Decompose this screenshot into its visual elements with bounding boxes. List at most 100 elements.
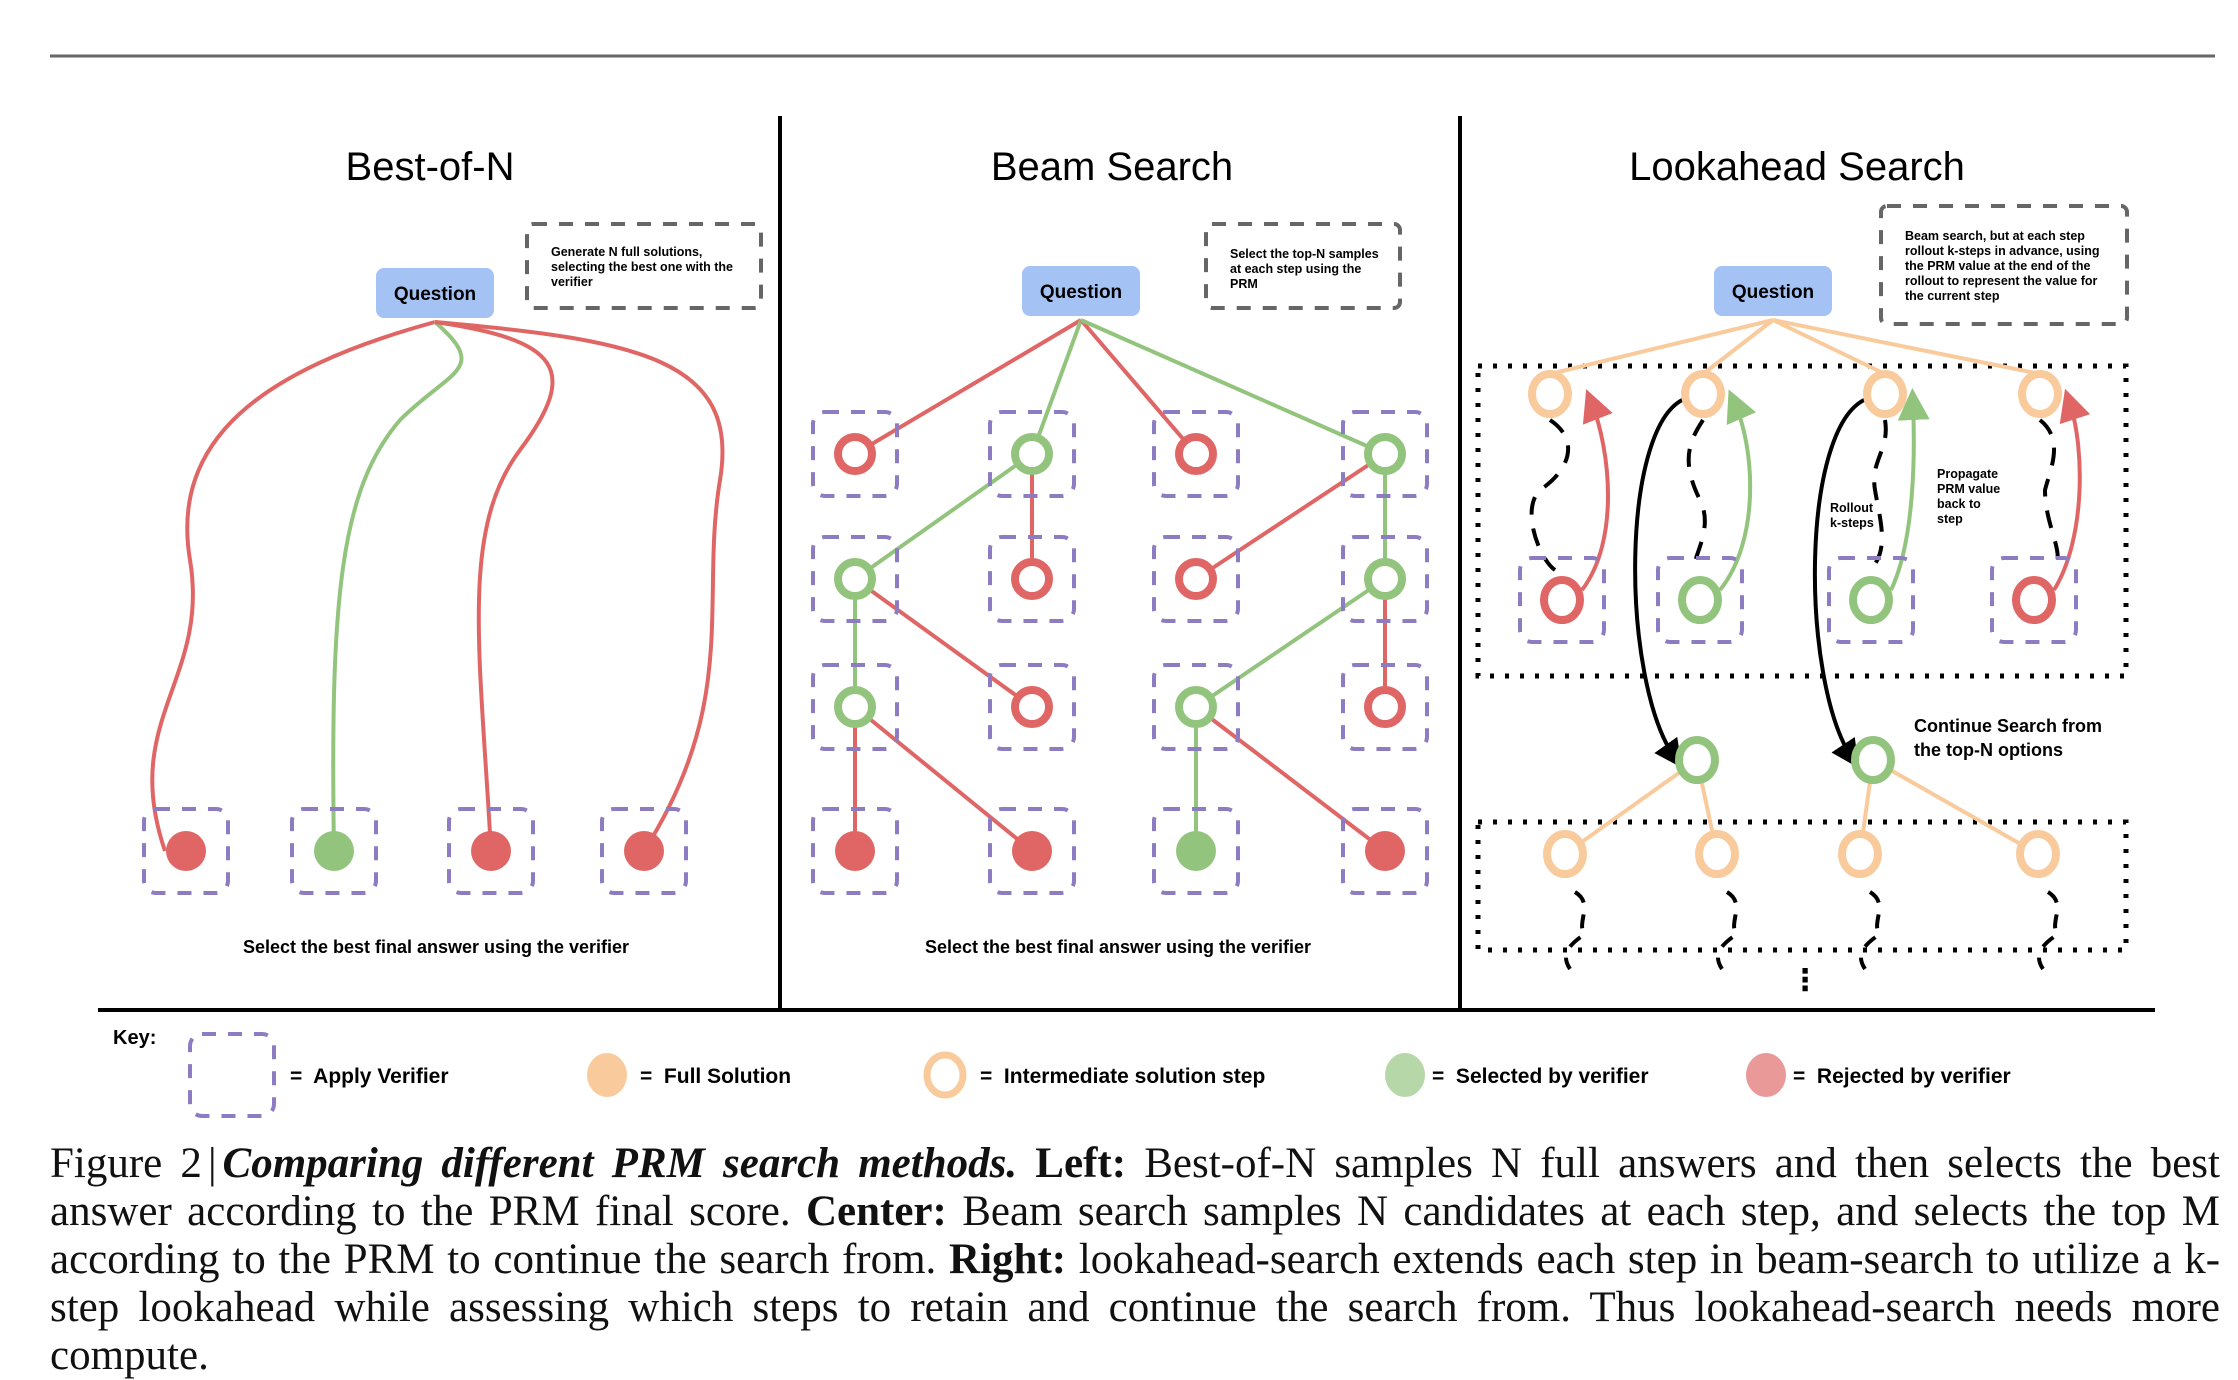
caption-left-label: Left: [1035, 1140, 1127, 1187]
question-node-lookahead-search: Question [1714, 266, 1832, 316]
propagate-arrow [1889, 388, 1930, 591]
question-node-beam-search: Question [1022, 266, 1140, 316]
intermediate-step-node [1863, 370, 1907, 418]
tree-edge [1872, 758, 2039, 856]
tree-edge [1563, 758, 1699, 856]
beam-edge [1194, 705, 1387, 853]
final-answer-node-rejected [1365, 831, 1405, 871]
step-node-selected [1364, 558, 1406, 600]
verifier-box [1341, 663, 1429, 751]
verifier-box [1827, 556, 1915, 644]
legend-intermediate-text: = Intermediate solution step [980, 1065, 1265, 1088]
solution-path [150, 320, 436, 852]
step-node-rejected [1011, 686, 1053, 728]
step-node-rejected [1011, 558, 1053, 600]
intermediate-step-node [1528, 370, 1572, 418]
verifier-box [1152, 663, 1240, 751]
beam-edge [1030, 319, 1083, 455]
verifier-box [1341, 410, 1429, 498]
step-node-selected [834, 558, 876, 600]
panel-title-lookahead-search: Lookahead Search [1629, 145, 1965, 189]
rollout-path [1868, 419, 1888, 572]
intermediate-step-node [2018, 370, 2062, 418]
rollout-end-node-selected [1678, 576, 1722, 624]
verifier-box [811, 807, 899, 895]
legend-full-solution-text: = Full Solution [640, 1065, 791, 1088]
continue-arrow [1812, 396, 1870, 768]
verifier-box [1990, 556, 2078, 644]
verifier-box [1656, 556, 1744, 644]
verifier-box [811, 663, 899, 751]
propagate-arrow [1718, 389, 1757, 592]
rollout-path [1564, 890, 1589, 971]
verifier-box [988, 410, 1076, 498]
solution-path [434, 320, 725, 853]
verifier-box [811, 410, 899, 498]
continue-arrow [1633, 396, 1688, 768]
panel-title-best-of-n: Best-of-N [346, 145, 515, 189]
beam-edge [1194, 452, 1387, 581]
final-answer-node-rejected [1012, 831, 1052, 871]
selected-step-node [1851, 736, 1895, 784]
svg-text:Question: Question [394, 284, 476, 305]
caption-separator: | [207, 1140, 217, 1187]
svg-text:Question: Question [1040, 282, 1122, 303]
verifier-box [447, 807, 535, 895]
step-node-selected [834, 686, 876, 728]
verifier-box [988, 807, 1076, 895]
intermediate-step-node [2016, 830, 2060, 878]
verifier-box [600, 807, 688, 895]
verifier-box [1341, 535, 1429, 623]
rollout-path [1686, 418, 1707, 571]
intermediate-step-node [1695, 830, 1739, 878]
rollout-path [1529, 418, 1570, 572]
tree-edge [1549, 318, 1774, 376]
tree-edge [1772, 318, 1886, 376]
rollout-path [2038, 418, 2060, 572]
verifier-box [1152, 535, 1240, 623]
step-node-selected [1364, 433, 1406, 475]
caption-center-text: Beam search samples N candidates at each… [50, 1188, 2221, 1283]
best-of-n-footer: Select the best final answer using the v… [243, 937, 629, 957]
caption-left-text: Best-of-N samples N full answers and the… [50, 1140, 2220, 1235]
step-node-rejected [1175, 558, 1217, 600]
legend-rejected-text: = Rejected by verifier [1793, 1065, 2011, 1088]
rollout-path [1716, 890, 1741, 971]
final-answer-node-rejected [835, 831, 875, 871]
legend-selected-symbol [1385, 1053, 1425, 1097]
solution-path [331, 320, 464, 852]
step-node-rejected [1364, 686, 1406, 728]
verifier-box [142, 807, 230, 895]
next-step-region-box [1475, 819, 2129, 953]
tree-edge [1701, 318, 1775, 376]
tree-edge [1772, 318, 2041, 376]
step-node-rejected [1175, 433, 1217, 475]
legend-rejected-symbol [1746, 1053, 1786, 1097]
svg-text:Generate N full solutions,sele: Generate N full solutions,selecting the … [551, 245, 733, 289]
continuation-ellipsis: ⋮ [1790, 964, 1820, 997]
intermediate-step-node [1681, 370, 1725, 418]
selected-step-node [1675, 736, 1719, 784]
intermediate-step-node [1543, 830, 1587, 878]
lookahead-search-panel [1475, 318, 2129, 971]
step-node-selected [1011, 433, 1053, 475]
caption-right-text: lookahead-search extends each step in be… [50, 1236, 2221, 1379]
verifier-box [988, 663, 1076, 751]
verifier-box [1152, 410, 1240, 498]
final-answer-node-rejected [166, 831, 206, 871]
final-answer-node-selected [314, 831, 354, 871]
panel-title-beam-search: Beam Search [991, 145, 1233, 189]
rollout-path [2037, 890, 2062, 971]
beam-edge [1079, 318, 1198, 456]
rollout-end-node-rejected [1540, 576, 1584, 624]
intermediate-step-node [1838, 830, 1882, 878]
caption-title: Comparing different PRM search methods. [222, 1140, 1018, 1187]
verifier-box [1518, 556, 1606, 644]
